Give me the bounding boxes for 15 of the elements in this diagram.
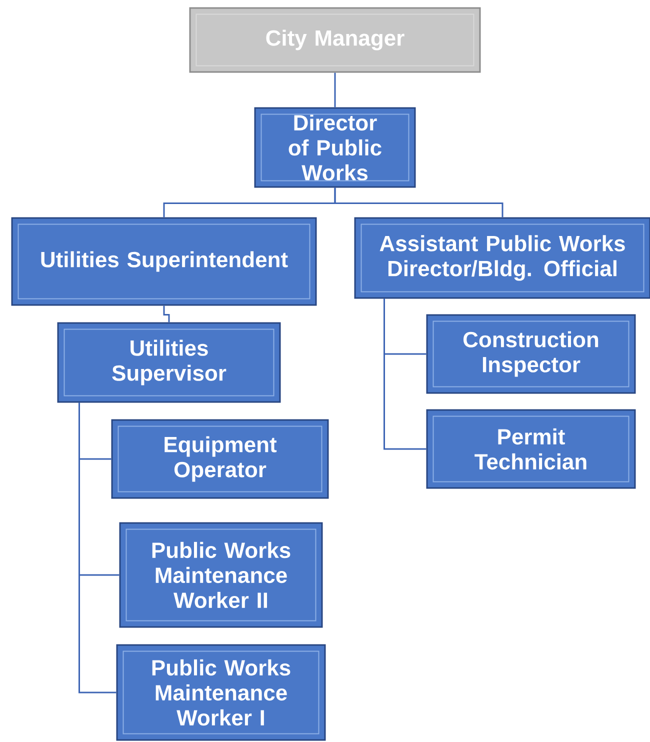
position-box: Assistant Public Works Director/Bldg. Official xyxy=(354,217,650,299)
connector-line xyxy=(334,188,504,218)
title-box: City Manager xyxy=(189,7,481,73)
connector-line xyxy=(163,306,170,322)
connector-line xyxy=(384,298,426,450)
position-box: Public Works Maintenance Worker I xyxy=(116,644,326,741)
position-box: Construction Inspector xyxy=(426,314,636,394)
connector-line xyxy=(334,72,336,108)
connector-line xyxy=(78,402,116,694)
position-box: Utilities Supervisor xyxy=(57,322,281,403)
position-box: Equipment Operator xyxy=(111,419,329,499)
position-box: Director of Public Works xyxy=(254,107,416,188)
position-box: Public Works Maintenance Worker II xyxy=(119,522,323,628)
position-box: Utilities Superintendent xyxy=(11,217,317,306)
position-box: Permit Technician xyxy=(426,409,636,489)
